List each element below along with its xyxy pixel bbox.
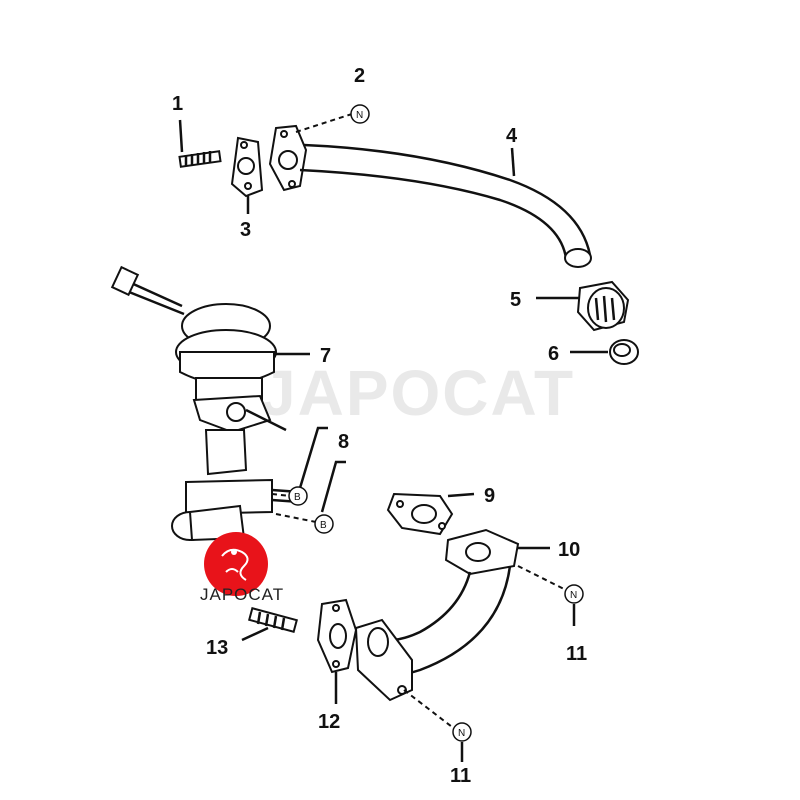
part-12-gasket (316, 598, 358, 674)
leader-13 (241, 626, 269, 642)
logo-text: JAPOCAT (200, 585, 284, 604)
callout-10: 10 (558, 539, 580, 561)
leader-b2 (275, 513, 317, 523)
callout-6: 6 (548, 343, 559, 365)
bolt-tag-1: B (288, 486, 308, 506)
nut-tag-2: N (350, 104, 370, 124)
part-1-stud (178, 150, 222, 168)
callout-5: 5 (510, 289, 521, 311)
nut-tag-11a: N (564, 584, 584, 604)
part-6-ring (609, 339, 639, 365)
callout-9: 9 (484, 485, 495, 507)
callout-12: 12 (318, 711, 340, 733)
callout-13: 13 (206, 637, 228, 659)
callout-11a: 11 (566, 643, 587, 665)
leader-11b (403, 689, 457, 731)
svg-text:B: B (320, 520, 327, 531)
callout-8: 8 (338, 431, 349, 453)
part-9-gasket (386, 492, 454, 536)
leader-8b (320, 460, 346, 513)
svg-text:N: N (458, 728, 465, 739)
part-4-egr-pipe (268, 124, 592, 268)
callout-3: 3 (240, 219, 251, 241)
leader-b1 (271, 493, 291, 497)
svg-text:B: B (294, 492, 301, 503)
leader-2 (295, 113, 353, 133)
leader-4 (510, 147, 516, 177)
part-10-pipe (354, 528, 520, 702)
japocat-logo: JAPOCAT (200, 532, 284, 604)
part-7-egr-valve (110, 265, 301, 542)
part-3-gasket (230, 136, 264, 198)
svg-text:N: N (356, 110, 363, 121)
callout-1: 1 (172, 93, 183, 115)
watermark-text: JAPOCAT (260, 357, 575, 429)
leader-11a (517, 565, 567, 591)
leader-8a (298, 426, 328, 489)
callout-4: 4 (506, 125, 518, 147)
leader-1 (178, 119, 184, 153)
callout-2: 2 (354, 65, 365, 87)
leader-9 (447, 492, 475, 498)
part-5-fitting (576, 280, 630, 332)
svg-text:N: N (570, 590, 577, 601)
part-13-stud (248, 607, 298, 633)
callout-7: 7 (320, 345, 331, 367)
bolt-tag-2: B (314, 514, 334, 534)
callout-11b: 11 (450, 765, 471, 787)
nut-tag-11b: N (452, 722, 472, 742)
